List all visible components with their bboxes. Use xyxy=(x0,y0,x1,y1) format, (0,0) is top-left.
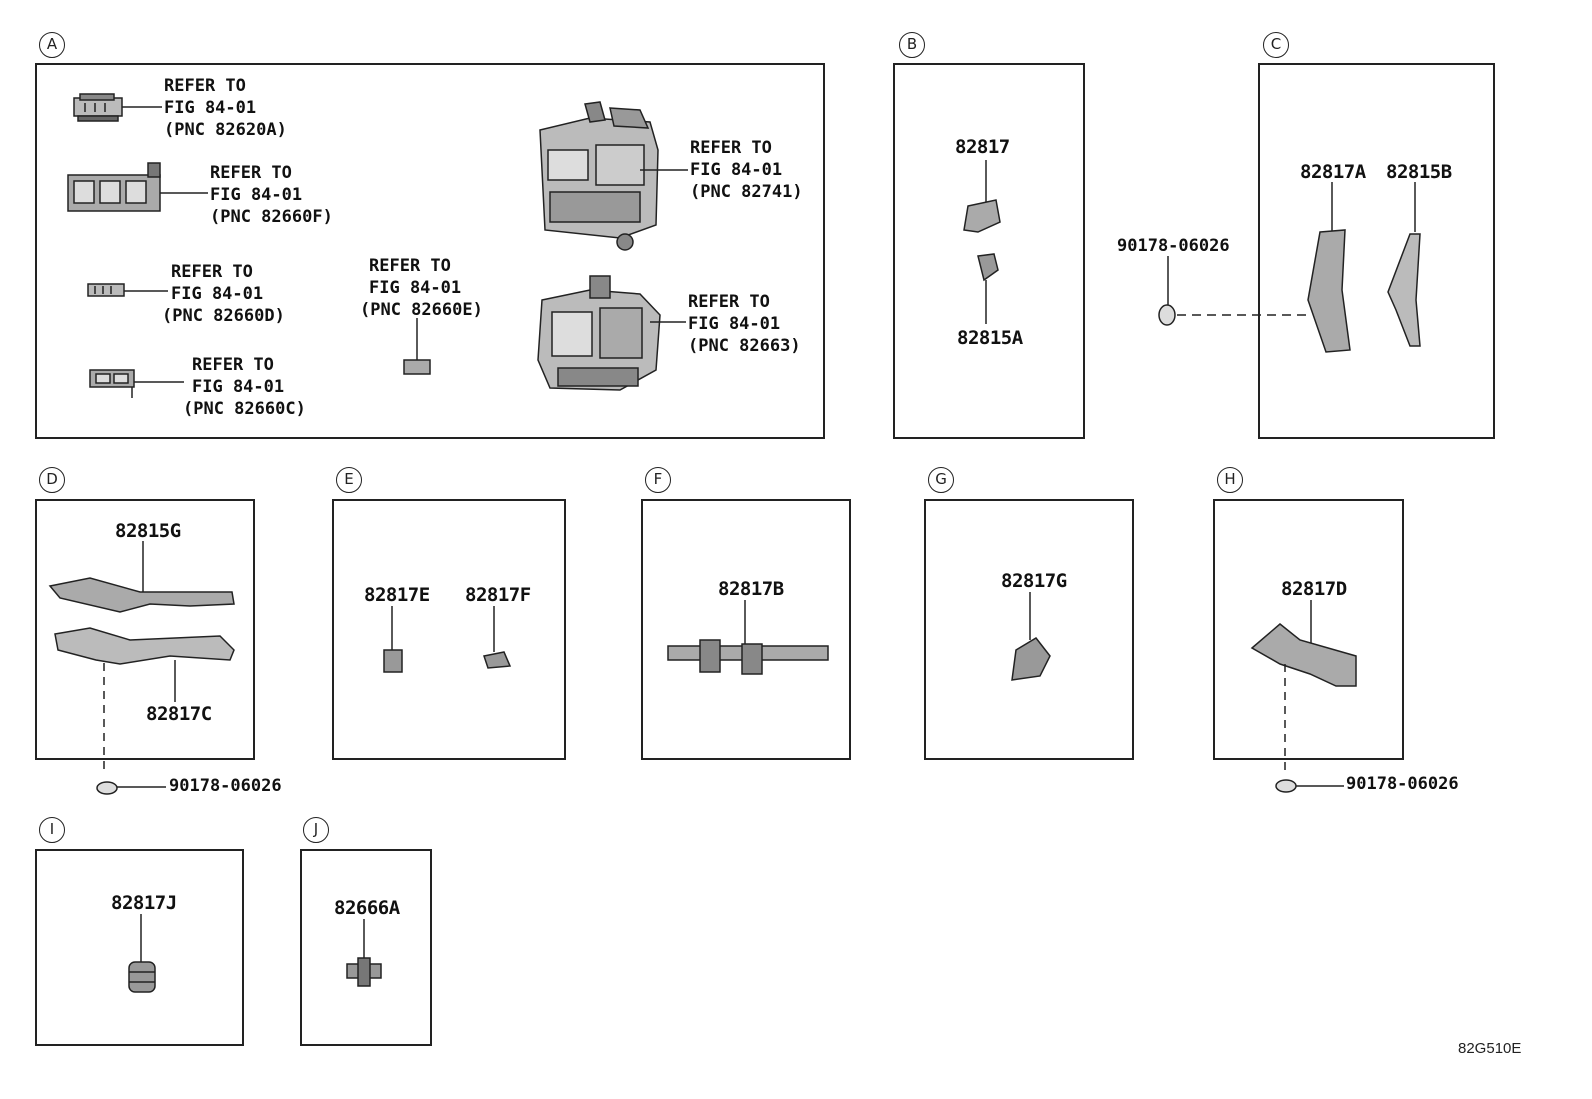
panel-letter-j: J xyxy=(303,817,329,843)
reference-line: REFER TO xyxy=(690,138,772,158)
clamp-82666a-icon xyxy=(346,919,382,987)
clip-icon xyxy=(96,781,166,795)
panel-f xyxy=(641,499,851,760)
part-label-82817c: 82817C xyxy=(146,703,212,725)
reference-pnc-82620a: REFER TO FIG 84-01 (PNC 82620A) xyxy=(164,75,287,141)
part-label-82666a: 82666A xyxy=(334,897,400,919)
reference-line: (PNC 82660F) xyxy=(210,207,333,227)
panel-letter-h: H xyxy=(1217,467,1243,493)
reference-line: REFER TO xyxy=(171,262,253,282)
bracket-82817c-icon xyxy=(54,627,235,772)
panel-letter-a: A xyxy=(39,32,65,58)
panel-letter-b: B xyxy=(899,32,925,58)
clip-icon xyxy=(1158,256,1312,326)
reference-line: REFER TO xyxy=(688,292,770,312)
reference-line: REFER TO xyxy=(369,256,451,276)
reference-line: FIG 84-01 xyxy=(688,314,781,334)
connector-82660c-icon xyxy=(89,369,184,398)
panel-e xyxy=(332,499,566,760)
reference-line: FIG 84-01 xyxy=(690,160,783,180)
bracket-82817e-icon xyxy=(383,606,403,673)
panel-letter-g: G xyxy=(928,467,954,493)
panel-d xyxy=(35,499,255,760)
reference-pnc-82660c: REFER TO FIG 84-01 (PNC 82660C) xyxy=(183,354,306,420)
part-label-82817j: 82817J xyxy=(111,892,177,914)
panel-a xyxy=(35,63,825,439)
panel-i xyxy=(35,849,244,1046)
clip-label-90178-06026: 90178-06026 xyxy=(1117,236,1230,256)
panel-letter-c: C xyxy=(1263,32,1289,58)
part-label-82817b: 82817B xyxy=(718,578,784,600)
panel-letter-i: I xyxy=(39,817,65,843)
reference-line: FIG 84-01 xyxy=(171,284,264,304)
panel-letter-e: E xyxy=(336,467,362,493)
connector-82660d-icon xyxy=(87,283,168,297)
junction-block-82663-icon xyxy=(537,275,686,391)
bracket-82817-icon xyxy=(963,160,1001,233)
bracket-82815g-icon xyxy=(48,541,235,613)
panel-b xyxy=(893,63,1085,439)
connector-82660e-icon xyxy=(403,318,431,375)
clip-label-90178-06026: 90178-06026 xyxy=(169,776,282,796)
reference-pnc-82660d: REFER TO FIG 84-01 (PNC 82660D) xyxy=(162,261,285,327)
bracket-82817a-icon xyxy=(1307,182,1351,353)
panel-h xyxy=(1213,499,1404,760)
bracket-82815b-icon xyxy=(1387,182,1421,347)
bracket-82817d-icon xyxy=(1250,600,1357,772)
panel-j xyxy=(300,849,432,1046)
reference-line: (PNC 82663) xyxy=(688,336,801,356)
part-label-82817d: 82817D xyxy=(1281,578,1347,600)
reference-pnc-82660f: REFER TO FIG 84-01 (PNC 82660F) xyxy=(210,162,333,228)
reference-line: REFER TO xyxy=(210,163,292,183)
reference-line: (PNC 82660E) xyxy=(360,300,483,320)
part-label-82815g: 82815G xyxy=(115,520,181,542)
panel-c xyxy=(1258,63,1495,439)
part-label-82817g: 82817G xyxy=(1001,570,1067,592)
part-label-82817f: 82817F xyxy=(465,584,531,606)
reference-line: FIG 84-01 xyxy=(369,278,462,298)
bracket-82817b-icon xyxy=(667,600,829,675)
junction-block-82741-icon xyxy=(539,101,688,251)
reference-line: (PNC 82620A) xyxy=(164,120,287,140)
reference-line: FIG 84-01 xyxy=(164,98,257,118)
part-label-82817a: 82817A xyxy=(1300,161,1366,183)
bracket-82815a-icon xyxy=(977,253,999,324)
reference-pnc-82663: REFER TO FIG 84-01 (PNC 82663) xyxy=(688,291,801,357)
part-label-82815a: 82815A xyxy=(957,327,1023,349)
diagram-code: 82G510E xyxy=(1458,1040,1522,1057)
reference-line: FIG 84-01 xyxy=(192,377,285,397)
panel-letter-f: F xyxy=(645,467,671,493)
bracket-82817f-icon xyxy=(483,606,512,669)
part-label-82817e: 82817E xyxy=(364,584,430,606)
panel-letter-d: D xyxy=(39,467,65,493)
part-label-82817: 82817 xyxy=(955,136,1010,158)
part-label-82815b: 82815B xyxy=(1386,161,1452,183)
bracket-82817g-icon xyxy=(1011,592,1051,681)
connector-82660f-icon xyxy=(67,162,208,212)
reference-line: (PNC 82660D) xyxy=(162,306,285,326)
reference-line: REFER TO xyxy=(192,355,274,375)
reference-pnc-82741: REFER TO FIG 84-01 (PNC 82741) xyxy=(690,137,803,203)
panel-g xyxy=(924,499,1134,760)
clip-icon xyxy=(1275,779,1344,793)
reference-line: FIG 84-01 xyxy=(210,185,303,205)
grommet-82817j-icon xyxy=(128,914,156,993)
reference-line: (PNC 82660C) xyxy=(183,399,306,419)
reference-line: REFER TO xyxy=(164,76,246,96)
reference-pnc-82660e: REFER TO FIG 84-01 (PNC 82660E) xyxy=(360,255,483,321)
connector-82620a-icon xyxy=(73,93,162,122)
clip-label-90178-06026: 90178-06026 xyxy=(1346,774,1459,794)
reference-line: (PNC 82741) xyxy=(690,182,803,202)
